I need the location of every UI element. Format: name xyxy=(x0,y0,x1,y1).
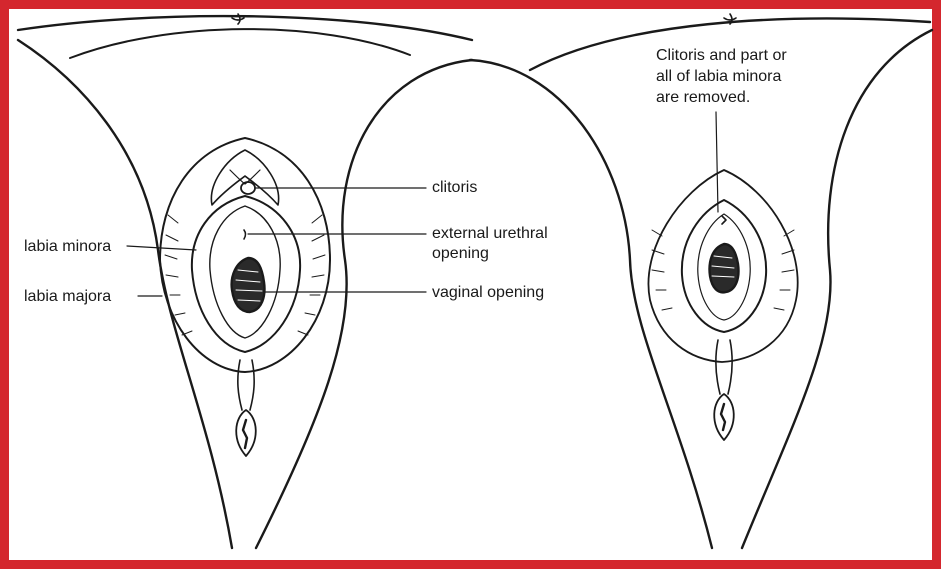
labia-minora-label: labia minora xyxy=(24,237,111,256)
right-anus-mark xyxy=(714,394,734,440)
labia-majora-outline xyxy=(160,138,330,372)
left-upper-curve xyxy=(18,16,472,40)
caption-line-1: Clitoris and part or xyxy=(656,46,787,65)
left-diagram xyxy=(18,14,472,548)
vaginal-label: vaginal opening xyxy=(432,283,544,302)
caption-line-3: are removed. xyxy=(656,88,750,107)
caption-line-2: all of labia minora xyxy=(656,67,781,86)
caption-leader xyxy=(716,112,718,212)
right-right-thigh xyxy=(742,30,932,548)
urethral-label-line2: opening xyxy=(432,244,489,263)
right-thigh-outline xyxy=(256,60,472,548)
vaginal-opening-mark xyxy=(232,258,265,312)
left-upper-inner xyxy=(70,29,410,58)
labia-majora-label: labia majora xyxy=(24,287,111,306)
urethral-label-line1: external urethral xyxy=(432,224,548,243)
labia-minora-leader xyxy=(127,246,196,250)
urethral-mark xyxy=(244,230,246,239)
left-anus-mark xyxy=(236,410,256,456)
clitoris-mark xyxy=(241,182,255,194)
clitoris-label: clitoris xyxy=(432,178,477,197)
right-left-thigh xyxy=(470,60,712,548)
